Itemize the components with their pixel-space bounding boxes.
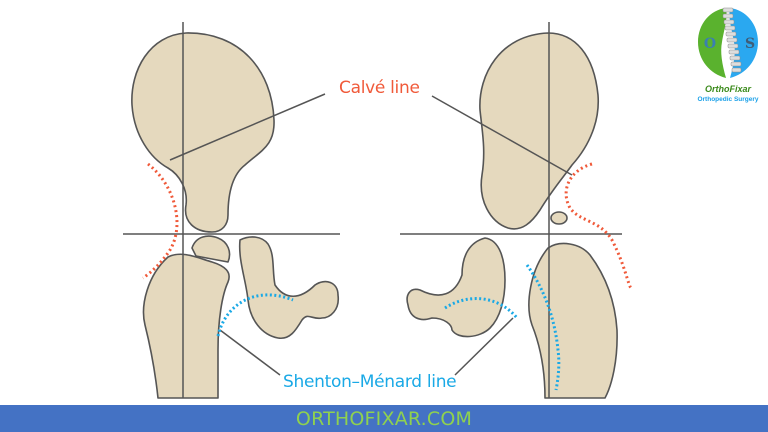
left-ilium bbox=[131, 32, 275, 233]
logo-name: OrthoFixar bbox=[704, 84, 751, 94]
shenton-pointer-right bbox=[454, 317, 514, 376]
shenton-pointer-left bbox=[219, 329, 281, 376]
logo-subtitle: Orthopedic Surgery bbox=[697, 96, 759, 103]
left-shenton-line bbox=[216, 293, 294, 337]
hip-diagram bbox=[123, 22, 633, 399]
left-calve-line bbox=[142, 162, 179, 280]
shenton-menard-line-label: Shenton–Ménard line bbox=[283, 372, 457, 392]
orthofixar-logo: O S OrthoFixar Orthopedic Surgery bbox=[688, 2, 768, 108]
right-femur bbox=[528, 242, 618, 399]
calve-line-label: Calvé line bbox=[339, 78, 420, 98]
calve-pointer-left bbox=[169, 93, 326, 161]
footer-site-link[interactable]: ORTHOFIXAR.COM bbox=[295, 407, 473, 430]
logo-letter-o: O bbox=[704, 36, 716, 52]
footer-bar: ORTHOFIXAR.COM bbox=[0, 405, 768, 432]
calve-pointer-right bbox=[431, 95, 573, 176]
left-ischium bbox=[238, 236, 340, 340]
right-ischium bbox=[406, 237, 506, 338]
logo-emblem-icon: O S bbox=[698, 7, 758, 78]
left-femur bbox=[142, 253, 230, 399]
logo-letter-s: S bbox=[745, 36, 755, 52]
left-pubic-bone bbox=[191, 235, 231, 263]
right-shenton-line bbox=[444, 297, 519, 319]
right-pubic-nub bbox=[550, 211, 568, 225]
right-ilium bbox=[479, 32, 600, 230]
right-shenton-femur-line bbox=[525, 264, 561, 391]
